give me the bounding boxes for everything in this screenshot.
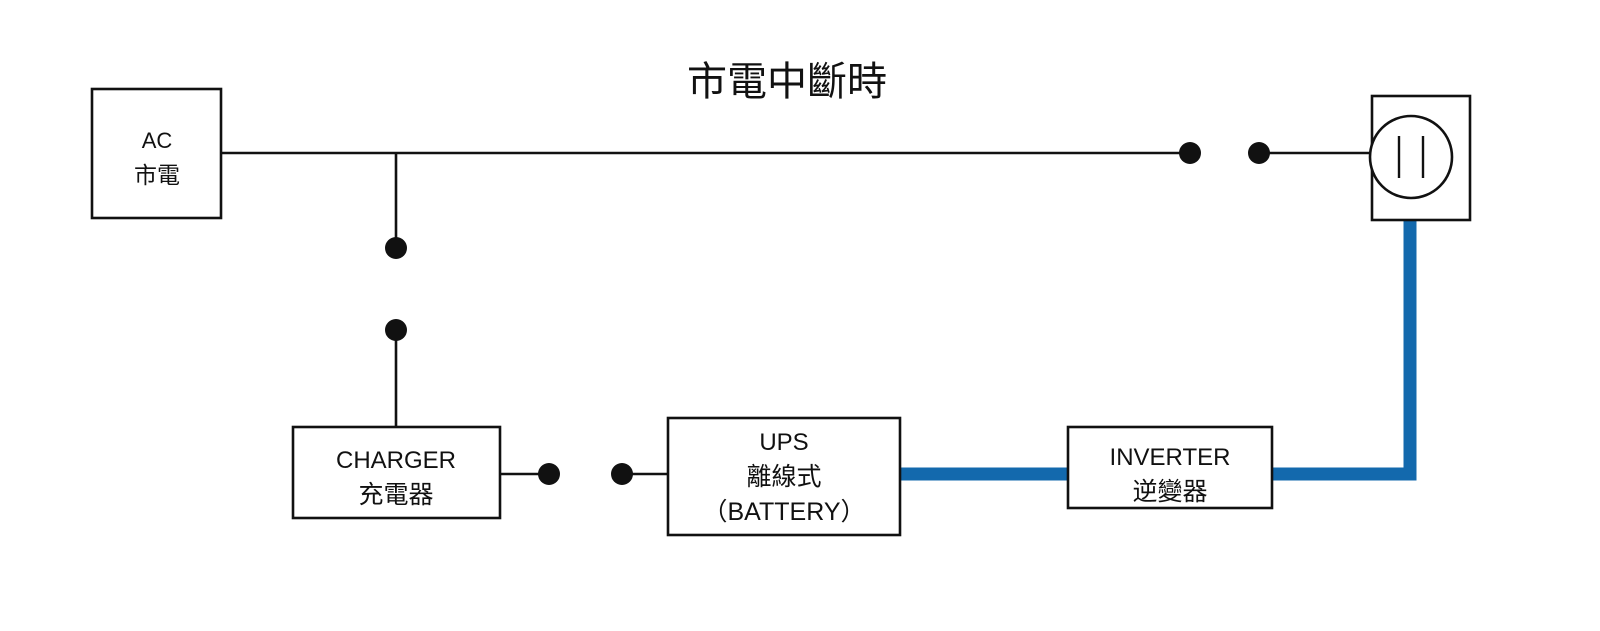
switch-contact-dot-bottom	[385, 319, 407, 341]
ups-box	[666, 416, 902, 537]
inverter-label-line2: 逆變器	[1132, 478, 1207, 506]
inverter-label-line1: INVERTER	[1110, 444, 1231, 471]
ac-mains-label-line2: 市電	[134, 162, 180, 188]
ups-label-line1: UPS	[759, 429, 808, 456]
mains-to-outlet-switch[interactable]	[1179, 142, 1270, 164]
outlet-circle	[1368, 114, 1454, 200]
block-outlet-load[interactable]	[1368, 94, 1472, 222]
charger-label-line2: 充電器	[358, 481, 433, 509]
block-charger[interactable]: CHARGER 充電器	[291, 425, 502, 520]
switch-contact-dot-top	[385, 237, 407, 259]
charger-box	[291, 425, 502, 520]
inverter-box	[1066, 425, 1274, 510]
charger-to-ups-switch[interactable]	[538, 463, 633, 485]
switch-contact-dot-right	[1248, 142, 1270, 164]
block-inverter[interactable]: INVERTER 逆變器	[1066, 425, 1274, 510]
switch-contact-dot-left	[1179, 142, 1201, 164]
charger-label-line1: CHARGER	[336, 447, 456, 474]
ac-mains-box	[90, 87, 223, 220]
ac-mains-label-line1: AC	[142, 128, 173, 153]
wire-inverter-to-outlet-active	[1272, 220, 1417, 481]
page-title: 市電中斷時	[687, 60, 887, 104]
block-ac-mains[interactable]: AC 市電	[90, 87, 223, 220]
ups-label-line2: 離線式	[746, 463, 821, 491]
block-ups[interactable]: UPS 離線式 （BATTERY）	[666, 416, 902, 537]
switch-contact-dot-left	[538, 463, 560, 485]
ups-label-line3: （BATTERY）	[703, 498, 866, 526]
power-outlet-icon	[1368, 114, 1454, 200]
switch-contact-dot-right	[611, 463, 633, 485]
mains-to-charger-switch[interactable]	[385, 237, 407, 341]
